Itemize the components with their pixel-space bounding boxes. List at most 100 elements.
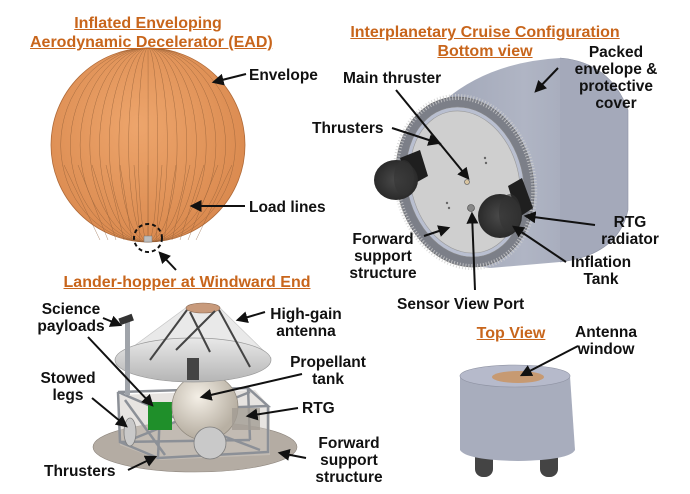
label-thrusters-cruise: Thrusters	[312, 120, 384, 137]
label-packed-line2: envelope &	[574, 61, 658, 78]
rtg-arrow	[245, 407, 299, 421]
label-hga-line1: High-gain	[270, 306, 342, 323]
label-hga-line2: antenna	[276, 323, 336, 340]
lander-pointer-arrow	[158, 251, 177, 271]
load-line	[171, 164, 191, 241]
label-stowed-legs: Stowed legs	[36, 370, 100, 404]
label-antenna-window: Antenna window	[570, 324, 642, 358]
load-line	[119, 164, 133, 241]
gore-line	[147, 47, 236, 243]
load-line	[77, 164, 109, 241]
gore-line	[60, 47, 149, 243]
load-line	[133, 164, 141, 241]
gore-line	[99, 47, 149, 243]
science-payloads-arrow-1	[102, 315, 123, 327]
thruster-pod	[193, 426, 227, 460]
rtg-radiator-arrow	[523, 211, 596, 226]
label-forward-lander-line3: structure	[315, 469, 383, 486]
gore-line	[147, 47, 226, 243]
cruise-title: Interplanetary Cruise Configuration Bott…	[340, 23, 630, 61]
label-high-gain-antenna: High-gain antenna	[266, 306, 346, 340]
load-line	[155, 164, 163, 241]
label-rtg-lander: RTG	[302, 400, 335, 417]
antenna-window-arrow	[519, 345, 579, 377]
green-payload-box	[148, 402, 172, 430]
label-stowed-line2: legs	[52, 387, 84, 404]
stowed-legs-arrow	[91, 397, 128, 428]
forward-support-arrow	[423, 225, 451, 237]
science-payload-camera	[118, 313, 134, 326]
label-prop-line2: tank	[312, 371, 344, 388]
label-main-thruster: Main thruster	[343, 70, 442, 87]
high-gain-antenna-arrow	[235, 311, 266, 324]
label-envelope: Envelope	[249, 67, 318, 84]
main-thruster-arrow	[395, 89, 470, 180]
cruise-title-line1: Interplanetary Cruise Configuration	[350, 24, 620, 41]
label-rtg-radiator-line1: RTG	[613, 214, 647, 231]
label-propellant-tank: Propellant tank	[288, 354, 368, 388]
label-forward-cruise-line3: structure	[349, 265, 417, 282]
label-packed-line3: protective	[578, 78, 654, 95]
lander-hopper	[92, 302, 298, 473]
load-line	[163, 164, 177, 241]
thrusters-lander-arrow	[127, 455, 158, 471]
label-rtg-radiator: RTG radiator	[590, 214, 670, 248]
label-inflation-line2: Tank	[583, 271, 619, 288]
label-science-payloads: Science payloads	[34, 301, 108, 335]
load-line	[195, 164, 233, 241]
label-inflation-line1: Inflation	[570, 254, 632, 271]
label-forward-cruise-line1: Forward	[352, 231, 414, 248]
science-mast	[125, 320, 130, 395]
top-view-title: Top View	[476, 325, 546, 342]
science-payloads-arrow-2	[87, 336, 154, 407]
gore-line	[79, 47, 149, 243]
envelope-arrow	[211, 73, 247, 86]
load-line	[63, 164, 101, 241]
label-antenna-line1: Antenna	[575, 324, 637, 341]
packed-envelope-arrow	[534, 67, 559, 93]
label-thrusters-lander: Thrusters	[44, 463, 116, 480]
label-science-line1: Science	[41, 301, 101, 318]
propellant-tank-arrow	[199, 373, 303, 401]
gore-line	[70, 47, 149, 243]
forward-support-lander-arrow	[277, 448, 307, 461]
sensor-port-arrow	[466, 211, 479, 291]
top-view-cylinder	[459, 364, 575, 477]
ead-envelope-sphere	[50, 47, 246, 243]
gore-line	[147, 47, 197, 243]
label-packed-line1: Packed	[588, 44, 644, 61]
label-forward-support-cruise: Forward support structure	[342, 231, 424, 282]
gore-line	[138, 47, 149, 243]
label-forward-cruise-line2: support	[354, 248, 412, 265]
label-packed-envelope: Packed envelope & protective cover	[560, 44, 672, 112]
sensor-view-port	[467, 204, 475, 212]
label-rtg-radiator-line2: radiator	[601, 231, 659, 248]
thrusters-arrow	[391, 127, 441, 146]
lander-location-circle	[133, 223, 163, 253]
ead-title-line1: Inflated Enveloping	[74, 15, 222, 32]
label-load-lines: Load lines	[249, 199, 326, 216]
ead-title-line2: Aerodynamic Decelerator (EAD)	[30, 34, 273, 51]
label-packed-line4: cover	[595, 95, 637, 112]
label-forward-lander-line1: Forward	[318, 435, 380, 452]
lander-title: Lander-hopper at Windward End	[63, 274, 311, 291]
label-stowed-line1: Stowed	[40, 370, 96, 387]
load-line	[91, 164, 117, 241]
inflation-tank-right	[478, 178, 533, 238]
inflation-tank-arrow	[512, 225, 567, 263]
label-forward-support-lander: Forward support structure	[308, 435, 390, 486]
gore-line	[147, 47, 217, 243]
antenna-window	[492, 371, 544, 383]
label-science-line2: payloads	[37, 318, 105, 335]
label-antenna-line2: window	[577, 341, 635, 358]
ead-title: Inflated Enveloping Aerodynamic Decelera…	[30, 14, 273, 52]
rtg-unit	[232, 408, 260, 430]
main-thruster-nozzle	[464, 179, 470, 185]
cruise-title-line2: Bottom view	[437, 43, 533, 60]
stowed-leg	[123, 417, 137, 447]
label-forward-lander-line2: support	[320, 452, 378, 469]
load-line	[105, 164, 125, 241]
label-inflation-tank: Inflation Tank	[565, 254, 637, 288]
label-prop-line1: Propellant	[290, 354, 366, 371]
